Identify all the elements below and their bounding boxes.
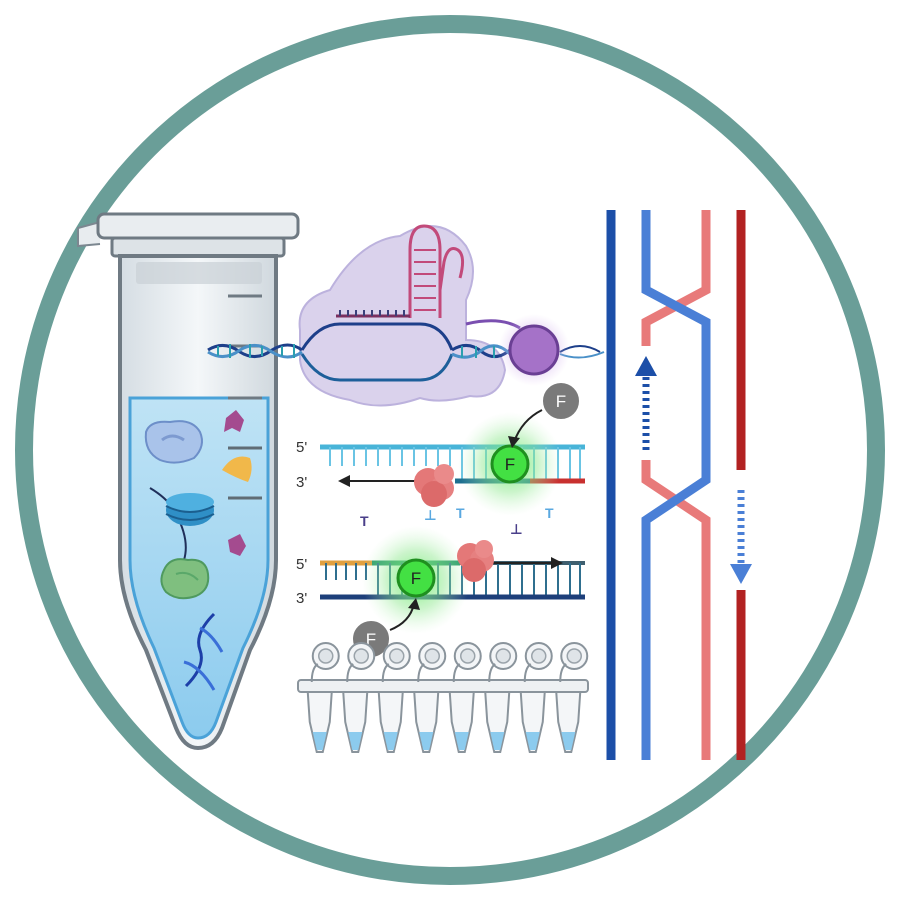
- nucleosome-icon: [149, 487, 215, 561]
- nucleotide-2: ⊥: [424, 507, 437, 523]
- fluorophore-free-top: [541, 381, 581, 421]
- protein-blob-blue: [144, 420, 203, 464]
- protein-fragment-purple: [224, 410, 244, 432]
- crispr-cas-complex-icon: [207, 224, 605, 407]
- protein-blob-green: [160, 558, 210, 600]
- dna-helix-small: [183, 612, 224, 691]
- fluor-label-bottom: F: [411, 569, 421, 588]
- pcr-strip-tubes-icon: [297, 642, 589, 753]
- amplification-diagram: F F 5' 3' T ⊥ T ⊥ T F: [296, 381, 585, 659]
- pcr-tube: [519, 642, 553, 753]
- pcr-tube: [448, 642, 482, 753]
- fluor-free-label-bottom: F: [366, 630, 376, 649]
- nucleotide-3: T: [456, 505, 465, 521]
- strand-bottom-3-label: 3': [296, 590, 307, 607]
- microcentrifuge-tube-icon: [77, 212, 300, 751]
- nucleotide-1: T: [360, 513, 369, 529]
- fluor-free-label-top: F: [556, 392, 566, 411]
- strand-top-5-label: 5': [296, 439, 307, 456]
- strand-light-blue: [641, 210, 711, 760]
- pcr-tube: [342, 642, 376, 753]
- strand-top-3-label: 3': [296, 474, 307, 491]
- pcr-tube: [484, 642, 518, 753]
- pcr-tube: [555, 642, 589, 753]
- nucleotide-5: T: [545, 505, 554, 521]
- polymerase-icon-bottom: [457, 540, 494, 582]
- pcr-tube: [306, 642, 340, 753]
- strip-connector: [297, 679, 589, 693]
- protein-fragment-orange: [222, 456, 252, 482]
- pcr-tube: [413, 642, 447, 753]
- polymerase-icon-top: [414, 464, 454, 507]
- fluorophore-bound-bottom: [396, 558, 436, 598]
- nucleotide-4: ⊥: [510, 521, 523, 537]
- fluor-label-top: F: [505, 455, 515, 474]
- pcr-tube: [377, 642, 411, 753]
- strand-bottom-5-label: 5': [296, 556, 307, 573]
- protein-fragment-purple-2: [228, 534, 246, 556]
- strand-exchange-icon: [606, 210, 752, 760]
- effector-domain: [508, 324, 560, 376]
- fluorophore-bound-top: [490, 444, 530, 484]
